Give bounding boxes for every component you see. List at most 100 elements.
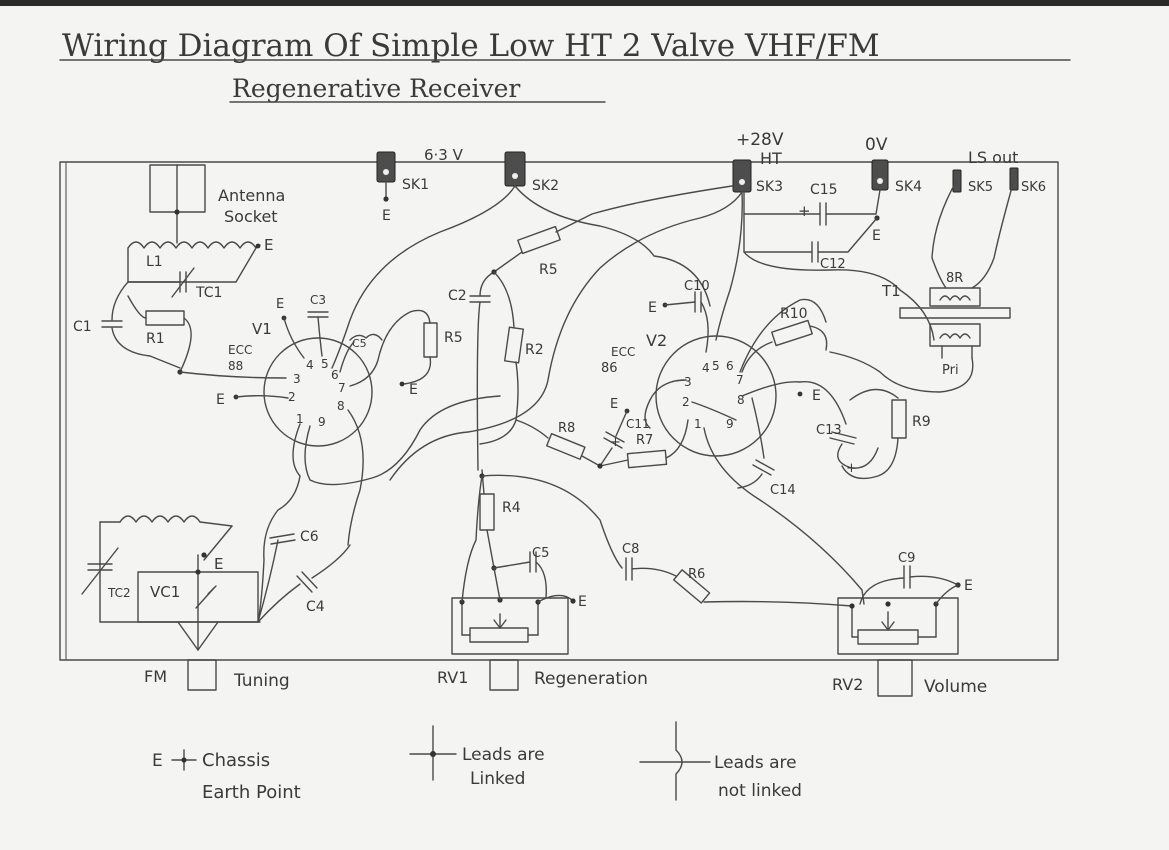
t1-label: T1	[881, 282, 901, 300]
c13-earth-label: E	[812, 388, 821, 404]
r6-label: R6	[688, 567, 705, 582]
svg-text:1: 1	[694, 417, 702, 431]
wire-sk3-to-v2	[715, 191, 743, 341]
c11-capacitor	[599, 408, 630, 467]
wire-v2-pin3	[644, 379, 687, 429]
legend-not-linked-2: not linked	[718, 781, 802, 801]
legend-linked-2: Linked	[470, 769, 525, 789]
c15-label: C15	[810, 182, 838, 198]
c3-label: C3	[310, 293, 326, 307]
svg-text:4: 4	[702, 361, 710, 375]
sk2-socket	[504, 151, 526, 187]
chassis-outline	[59, 161, 1059, 661]
c5-v1-label: C5	[352, 337, 367, 350]
c14-capacitor	[737, 397, 775, 489]
wire-sk3-to-v1-area	[389, 191, 743, 481]
r7-label: R7	[636, 433, 653, 448]
tc2-trimmer	[81, 547, 119, 595]
vc1-label: VC1	[150, 583, 180, 601]
c14-label: C14	[770, 483, 796, 498]
r9-resistor	[841, 388, 907, 480]
r5-v1-resistor	[349, 309, 438, 387]
legend-linked-symbol	[409, 725, 457, 781]
v1-type-2: 88	[228, 359, 243, 373]
sk1-label: SK1	[402, 177, 429, 193]
r5-label: R5	[539, 262, 558, 278]
c10-capacitor	[664, 291, 709, 353]
svg-text:6: 6	[331, 368, 339, 382]
regeneration-label: Regeneration	[534, 669, 648, 689]
sk6-socket	[1009, 167, 1019, 191]
sk1-earth-label: E	[382, 208, 391, 224]
r7-resistor	[599, 419, 689, 469]
r5-v1-earth-dot	[399, 381, 405, 387]
sk1-socket	[376, 151, 396, 183]
wire-r1-to-v1	[179, 371, 287, 379]
tc1-trimmer	[127, 267, 195, 298]
rv1-label: RV1	[437, 668, 468, 687]
c12-capacitor	[743, 213, 878, 263]
c3-capacitor	[307, 311, 329, 357]
svg-text:2: 2	[682, 395, 690, 409]
wire-v1-pin2-earth	[235, 395, 289, 399]
c11-earth-label: E	[610, 397, 618, 412]
l1-earth-label: E	[264, 236, 273, 254]
antenna-label-1: Antenna	[218, 186, 285, 205]
antenna-socket	[149, 164, 206, 244]
v2-type-1: ECC	[611, 345, 635, 359]
c2-capacitor	[469, 251, 523, 471]
volume-label: Volume	[924, 677, 987, 697]
svg-text:3: 3	[684, 375, 692, 389]
c8-capacitor	[625, 557, 677, 581]
r10-resistor	[739, 298, 828, 373]
wire-v1-pin8	[347, 409, 364, 546]
c6-label: C6	[300, 529, 319, 545]
vc1-capacitor	[99, 554, 261, 651]
c15-plus: +	[798, 202, 811, 220]
sk2-label: SK2	[532, 178, 559, 194]
r8-resistor	[515, 419, 601, 467]
svg-text:7: 7	[338, 381, 346, 395]
v1-label: V1	[252, 320, 272, 338]
legend-not-linked-symbol	[639, 721, 711, 801]
svg-text:8: 8	[737, 393, 745, 407]
wire-v1-pin4-earth	[283, 317, 305, 359]
c13-earth-dot	[797, 391, 803, 397]
v2-label: V2	[646, 331, 667, 350]
wire-vc1-to-c6	[257, 539, 279, 623]
c1-label: C1	[73, 319, 92, 335]
rv2-potentiometer	[837, 584, 959, 655]
r4-label: R4	[502, 500, 521, 516]
rv1-spindle	[489, 659, 519, 691]
v2-type-2: 86	[601, 361, 618, 376]
v1-type-1: ECC	[228, 343, 252, 357]
label-0v: 0V	[865, 135, 888, 155]
rv1-earth-dot	[570, 598, 576, 604]
c11-plus: +	[610, 435, 621, 450]
r6-resistor	[673, 569, 853, 607]
l1-label: L1	[146, 254, 163, 270]
label-ls-out: LS out	[968, 148, 1018, 167]
r5-resistor	[517, 185, 733, 255]
r9-label: R9	[912, 414, 931, 430]
r2-resistor	[479, 271, 524, 445]
v2-valve-base	[655, 335, 777, 457]
c13-label: C13	[816, 423, 842, 438]
svg-text:9: 9	[726, 417, 734, 431]
sk1-earth-dot	[383, 196, 389, 202]
r8-label: R8	[558, 421, 575, 436]
legend-chassis-1: Chassis	[202, 750, 270, 771]
r5-v1-label: R5	[444, 330, 463, 346]
v2-pins: 1 2 3 4 5 6 7 8 9	[682, 359, 745, 431]
c9-label: C9	[898, 551, 915, 566]
tuning-earth-label: E	[214, 555, 223, 573]
c10-label: C10	[684, 279, 710, 294]
r1-label: R1	[146, 331, 165, 347]
antenna-label-2: Socket	[224, 207, 278, 226]
scan-edge	[0, 0, 1169, 6]
c13-capacitor	[741, 381, 879, 469]
label-ht: HT	[760, 149, 782, 168]
v1-earth-label: E	[276, 297, 284, 312]
c5-rv1-label: C5	[532, 546, 549, 561]
